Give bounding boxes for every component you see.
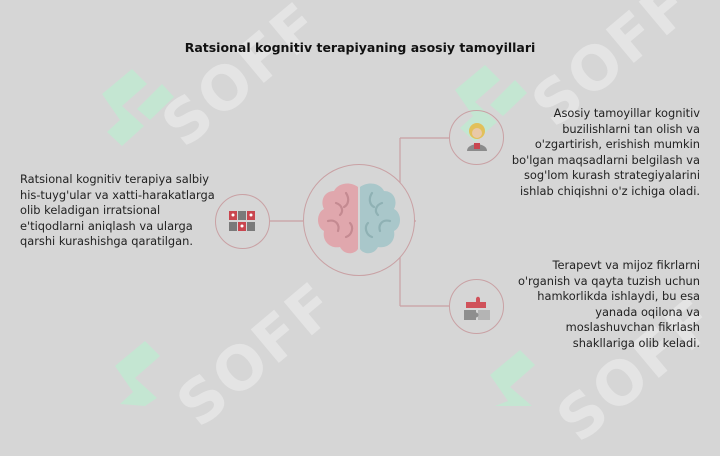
right-bottom-node <box>449 279 504 334</box>
puzzle-pieces-icon <box>464 296 490 320</box>
left-description: Ratsional kognitiv terapiya salbiy his-t… <box>20 172 215 249</box>
person-thinking-icon <box>467 123 487 151</box>
diagram-title: Ratsional kognitiv terapiyaning asosiy t… <box>184 40 536 55</box>
right-top-node <box>449 110 504 165</box>
emotions-cards-icon <box>229 211 255 231</box>
right-top-description: Asosiy tamoyillar kognitiv buzilishlarni… <box>511 106 700 198</box>
right-bottom-description: Terapevt va mijoz fikrlarni o'rganish va… <box>517 258 700 350</box>
center-node <box>303 164 415 276</box>
brain-icon <box>318 183 400 254</box>
left-node <box>215 194 270 249</box>
